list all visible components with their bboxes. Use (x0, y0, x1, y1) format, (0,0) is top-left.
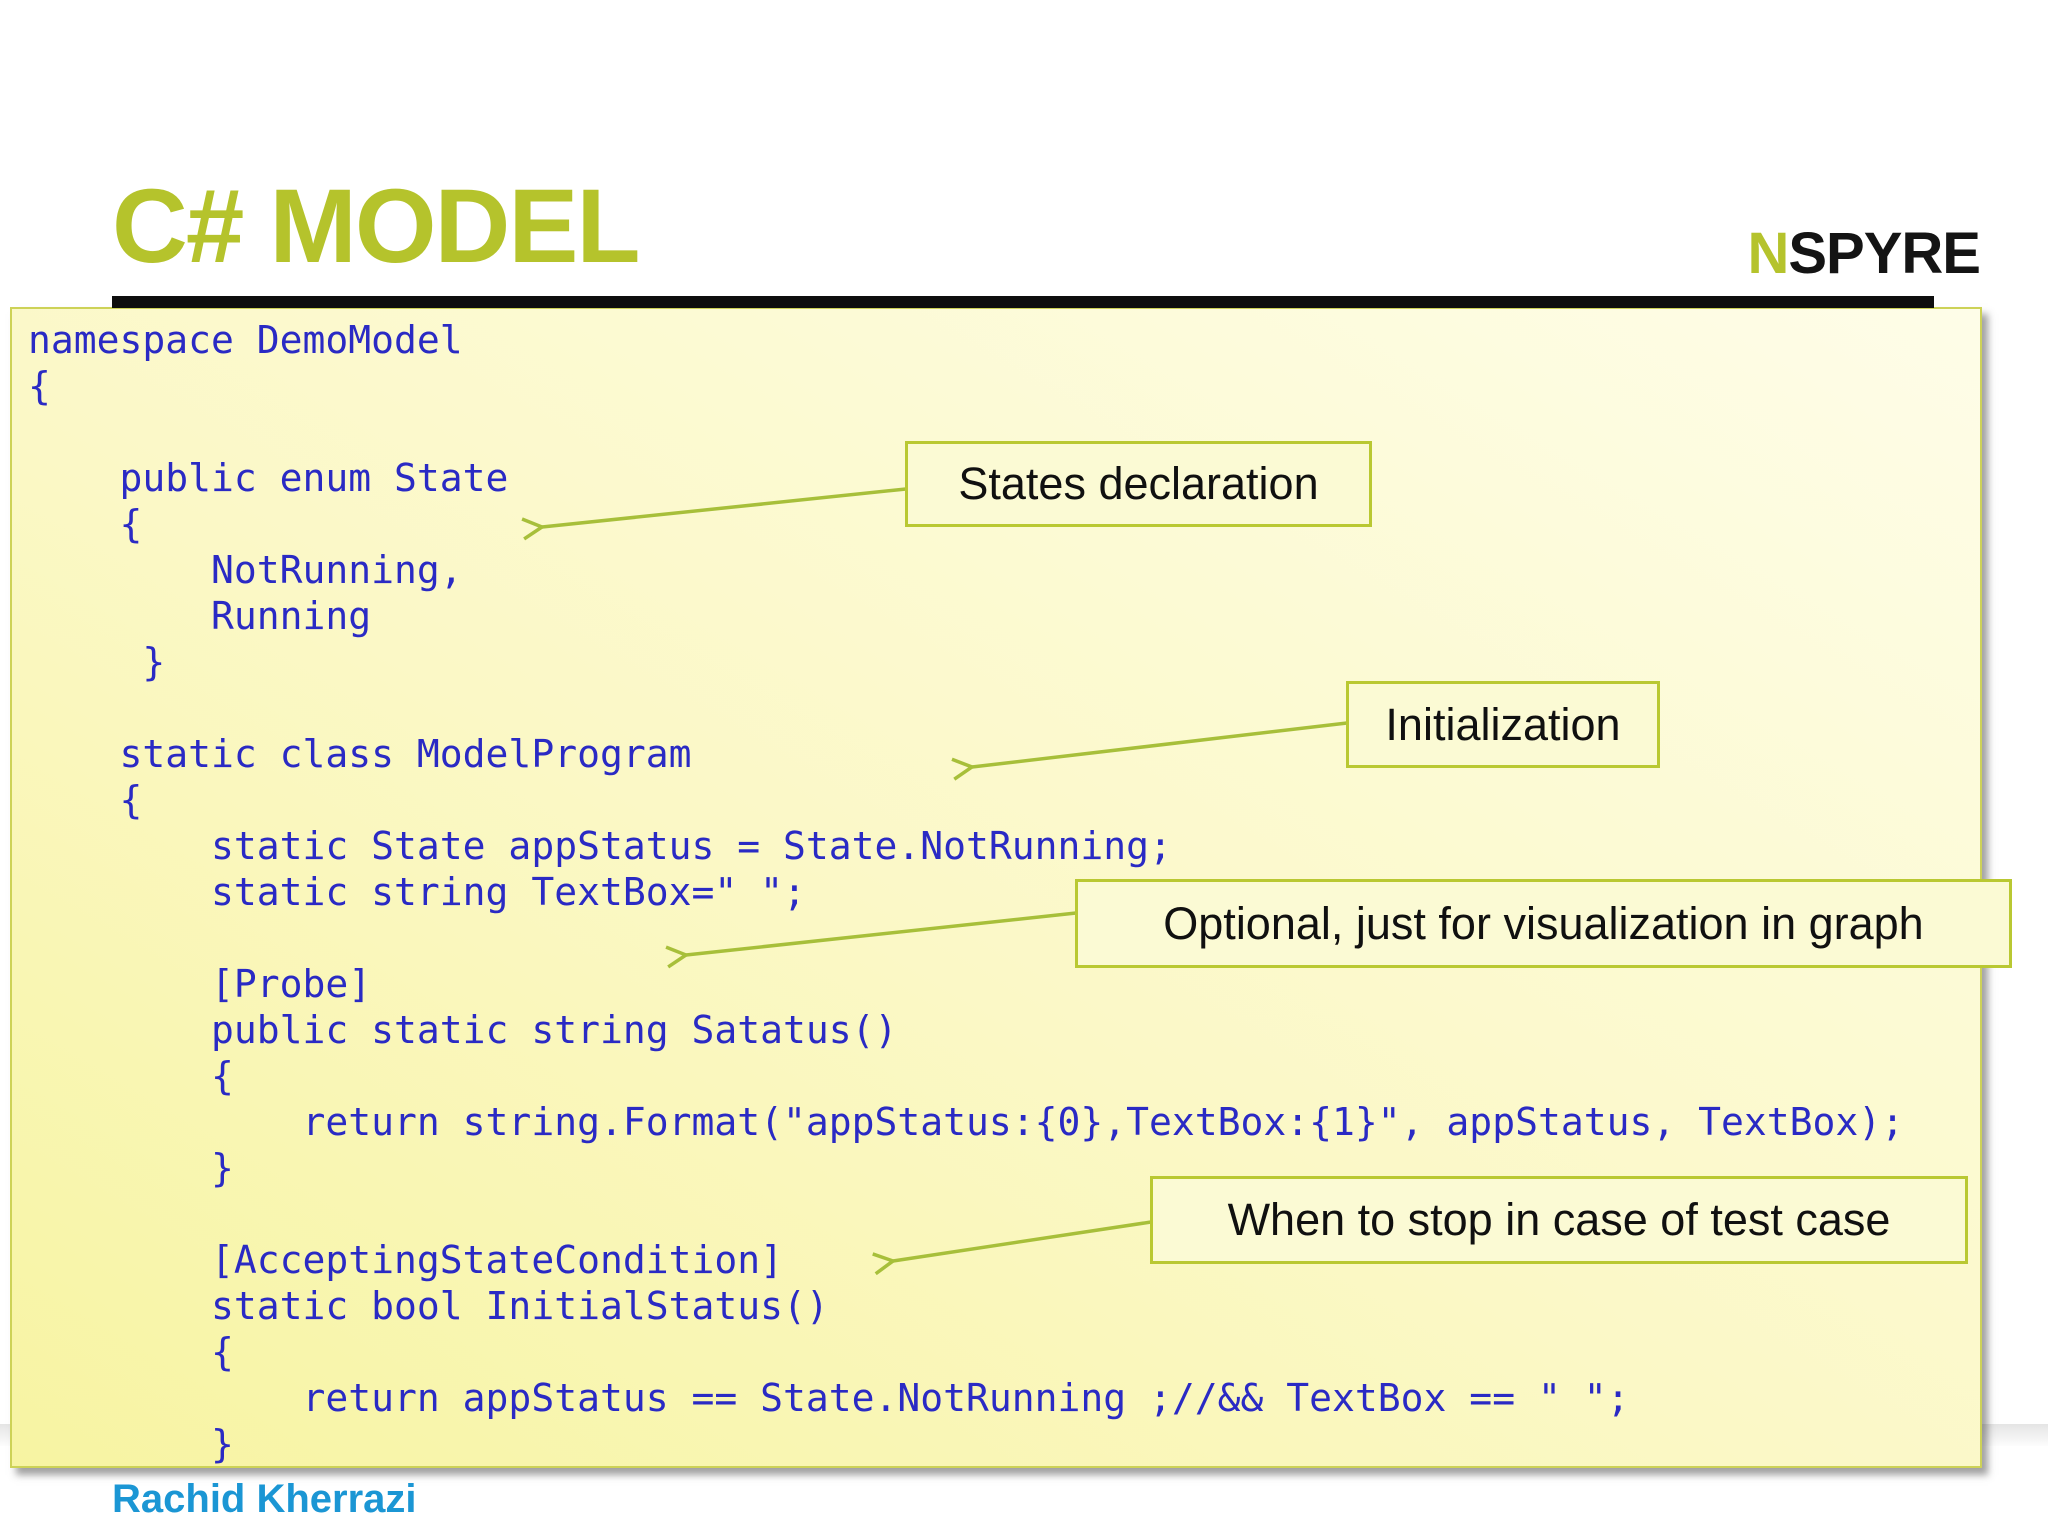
code-line: { (28, 1054, 234, 1098)
callout-initialization: Initialization (1346, 681, 1660, 768)
code-line: static State appStatus = State.NotRunnin… (28, 824, 1172, 868)
code-line: return appStatus == State.NotRunning ;//… (28, 1376, 1630, 1420)
nspyre-logo-spyre: SPYRE (1788, 221, 1981, 286)
nspyre-logo: NSPYRE (1747, 225, 1981, 283)
code-line: public static string Satatus() (28, 1008, 898, 1052)
code-line: return string.Format("appStatus:{0},Text… (28, 1100, 1904, 1144)
code-line: [Probe] (28, 962, 372, 1006)
code-lines: namespace DemoModel{ public enum State {… (28, 317, 1980, 1467)
code-line: namespace DemoModel (28, 318, 463, 362)
callout-optional-visualization: Optional, just for visualization in grap… (1075, 879, 2012, 968)
code-line: Running (28, 594, 372, 638)
code-line: [AcceptingStateCondition] (28, 1238, 783, 1282)
code-line: { (28, 364, 51, 408)
callout-states-declaration: States declaration (905, 441, 1372, 527)
code-line: static class ModelProgram (28, 732, 692, 776)
nspyre-logo-n: N (1747, 221, 1789, 286)
code-line: } (28, 1146, 234, 1190)
code-line: public enum State (28, 456, 509, 500)
code-line: { (28, 1330, 234, 1374)
title-divider-rule (112, 296, 1934, 308)
code-line: static string TextBox=" "; (28, 870, 806, 914)
code-line: static bool InitialStatus() (28, 1284, 829, 1328)
code-line: } (28, 640, 166, 684)
callout-when-to-stop: When to stop in case of test case (1150, 1176, 1968, 1264)
code-line: } (28, 1422, 234, 1466)
footer-author: Rachid Kherrazi (112, 1477, 417, 1521)
code-line: NotRunning, (28, 548, 463, 592)
code-line: { (28, 778, 143, 822)
code-line (28, 685, 1980, 731)
page-title: C# MODEL (112, 168, 641, 285)
code-line: { (28, 502, 143, 546)
